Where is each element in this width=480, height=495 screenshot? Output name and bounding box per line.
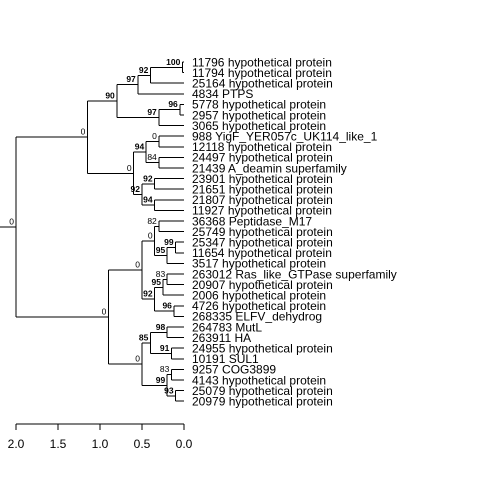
bootstrap-value: 95 (152, 277, 162, 287)
axis-tick-label: 1.0 (92, 437, 109, 451)
leaf-label: 5778 hypothetical protein (192, 98, 326, 112)
bootstrap-value: 0 (152, 131, 157, 141)
axis-tick-label: 0.5 (134, 437, 151, 451)
bootstrap-value: 97 (147, 107, 157, 117)
leaf-label: 4726 hypothetical protein (192, 299, 326, 313)
bootstrap-value: 98 (156, 322, 166, 332)
bootstrap-value: 96 (162, 301, 172, 311)
leaf-label: 2957 hypothetical protein (192, 108, 326, 122)
bootstrap-value: 92 (131, 184, 141, 194)
leaf-label: 25749 hypothetical protein (192, 225, 333, 239)
bootstrap-value: 0 (148, 230, 153, 240)
bootstrap-value: 85 (139, 332, 149, 342)
leaf-label: 11796 hypothetical protein (192, 55, 332, 69)
leaf-label: 12118 hypothetical protein (192, 140, 332, 154)
leaf-label: 20979 hypothetical protein (192, 395, 333, 409)
bootstrap-value: 92 (139, 65, 149, 75)
leaf-label: 24955 hypothetical protein (192, 342, 333, 356)
leaf-label: 11927 hypothetical protein (192, 204, 332, 218)
leaf-label: 23901 hypothetical protein (192, 172, 333, 186)
bootstrap-value: 0 (127, 163, 132, 173)
bootstrap-value: 99 (164, 237, 174, 247)
leaf-label: 268335 ELFV_dehydrog (192, 310, 322, 324)
axis-tick-label: 2.0 (8, 437, 25, 451)
leaf-label: 10191 SUL1 (192, 352, 259, 366)
bootstrap-value: 97 (126, 74, 136, 84)
bootstrap-value: 92 (143, 173, 153, 183)
leaf-label: 21807 hypothetical protein (192, 193, 333, 207)
bootstrap-value: 95 (156, 245, 166, 255)
bootstrap-value: 99 (156, 375, 166, 385)
leaf-label: 3065 hypothetical protein (192, 119, 326, 133)
bootstrap-value: 84 (147, 152, 157, 162)
bootstrap-value: 90 (105, 91, 115, 101)
leaf-label: 11654 hypothetical protein (192, 246, 332, 260)
bootstrap-value: 83 (156, 269, 166, 279)
bootstrap-value: 93 (164, 385, 174, 395)
leaf-label: 25164 hypothetical protein (192, 77, 333, 91)
leaf-label: 4834 PTPS (192, 87, 253, 101)
leaf-label: 263911 HA (192, 331, 251, 345)
bootstrap-value: 94 (143, 195, 153, 205)
leaf-label: 988 YigF_YER057c_UK114_like_1 (192, 130, 378, 144)
axis-tick-label: 1.5 (50, 437, 67, 451)
leaf-label: 25079 hypothetical protein (192, 384, 333, 398)
bootstrap-value: 91 (160, 343, 170, 353)
bootstrap-value: 83 (160, 364, 170, 374)
leaf-label: 21651 hypothetical protein (192, 183, 333, 197)
bootstrap-value: 0 (102, 307, 107, 317)
distance-axis: 2.0 1.5 1.0 0.5 0.0 (8, 424, 193, 451)
leaf-label: 25347 hypothetical protein (192, 236, 333, 250)
leaf-label: 263012 Ras_like_GTPase superfamily (192, 267, 397, 281)
bootstrap-value: 96 (168, 99, 178, 109)
bootstrap-value: 82 (147, 216, 157, 226)
leaf-label: 24497 hypothetical protein (192, 151, 333, 165)
bootstrap-value: 0 (81, 127, 86, 137)
bootstrap-values: 1009297969790084949294920082999508395969… (9, 57, 180, 396)
bootstrap-value: 100 (166, 57, 180, 67)
bootstrap-value: 0 (135, 354, 140, 364)
leaf-label: 20907 hypothetical protein (192, 278, 333, 292)
axis-tick-label: 0.0 (176, 437, 193, 451)
leaf-label: 2006 hypothetical protein (192, 289, 326, 303)
leaf-label: 11794 hypothetical protein (192, 66, 332, 80)
bootstrap-value: 0 (9, 217, 14, 227)
leaf-label: 36368 Peptidase_M17 (192, 214, 312, 228)
leaf-label: 3517 hypothetical protein (192, 257, 326, 271)
leaf-label: 21439 A_deamin superfamily (192, 161, 347, 175)
tree-branches (0, 61, 184, 425)
bootstrap-value: 0 (135, 260, 140, 270)
leaf-label: 4143 hypothetical protein (192, 373, 326, 387)
leaf-label: 264783 MutL (192, 320, 262, 334)
bootstrap-value: 94 (135, 142, 145, 152)
bootstrap-value: 92 (143, 289, 153, 299)
leaf-label: 9257 COG3899 (192, 363, 276, 377)
